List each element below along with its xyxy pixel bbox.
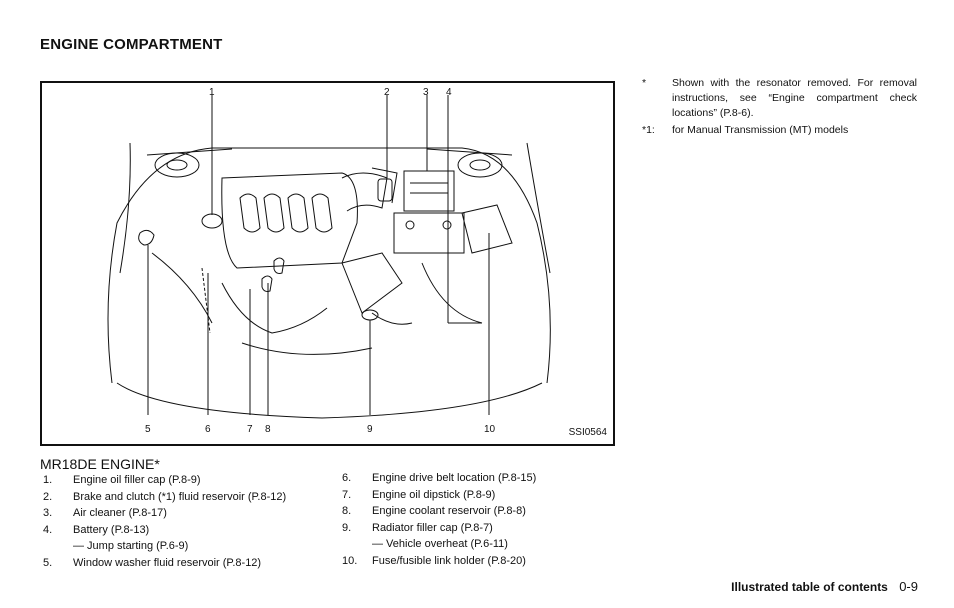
engine-illustration: [107, 95, 551, 419]
engine-compartment-diagram: 1 2 3 4 5 6 7 8 9 10 SSI0564: [40, 81, 615, 446]
figure-id: SSI0564: [568, 427, 607, 438]
footnote-mark: *1:: [642, 124, 655, 136]
item-number: 2.: [43, 490, 53, 503]
page-footer: Illustrated table of contents 0-9: [731, 579, 918, 594]
footnote-text: for Manual Transmission (MT) models: [672, 124, 849, 136]
item-text: Brake and clutch (*1) fluid reservoir (P…: [73, 490, 287, 503]
callout-2: 2: [384, 87, 390, 98]
callout-5: 5: [145, 424, 151, 435]
item-number: 9.: [342, 521, 352, 534]
callout-8: 8: [265, 424, 271, 435]
item-number: 10.: [342, 554, 358, 567]
callout-4: 4: [446, 87, 452, 98]
footnote: * Shown with the resonator removed. For …: [642, 76, 917, 121]
item-number: 7.: [342, 488, 352, 501]
item-subtext: — Vehicle overheat (P.6-11): [372, 538, 508, 550]
item-text: Engine drive belt location (P.8-15): [372, 472, 537, 484]
engine-title: MR18DE ENGINE*: [40, 456, 160, 472]
page-number: 0-9: [899, 579, 918, 594]
item-number: 8.: [342, 505, 352, 517]
item-number: 5.: [43, 556, 53, 569]
callout-7: 7: [247, 424, 253, 435]
section-title: ENGINE COMPARTMENT: [40, 36, 223, 53]
callout-9: 9: [367, 424, 373, 435]
footnote-text: Shown with the resonator removed. For re…: [672, 77, 917, 119]
item-number: 6.: [342, 472, 352, 484]
item-number: 1.: [43, 474, 53, 486]
item-number: 3.: [43, 507, 53, 519]
callout-3: 3: [423, 87, 429, 98]
item-subtext: — Jump starting (P.6-9): [73, 540, 189, 552]
item-number: 4.: [43, 523, 53, 536]
footer-title: Illustrated table of contents: [731, 580, 888, 594]
item-text: Engine coolant reservoir (P.8-8): [372, 505, 526, 517]
callout-6: 6: [205, 424, 211, 435]
item-text: Window washer fluid reservoir (P.8-12): [73, 556, 262, 569]
callout-1: 1: [209, 87, 215, 98]
footnote: *1: for Manual Transmission (MT) models: [642, 123, 917, 138]
item-text: Radiator filler cap (P.8-7): [372, 521, 493, 534]
item-text: Engine oil dipstick (P.8-9): [372, 488, 496, 501]
callout-10: 10: [484, 424, 496, 435]
item-text: Battery (P.8-13): [73, 523, 150, 536]
footnote-mark: *: [642, 77, 647, 89]
footnotes: * Shown with the resonator removed. For …: [642, 76, 917, 140]
item-text: Air cleaner (P.8-17): [73, 507, 167, 519]
item-text: Engine oil filler cap (P.8-9): [73, 474, 201, 486]
item-text: Fuse/fusible link holder (P.8-20): [372, 554, 526, 567]
